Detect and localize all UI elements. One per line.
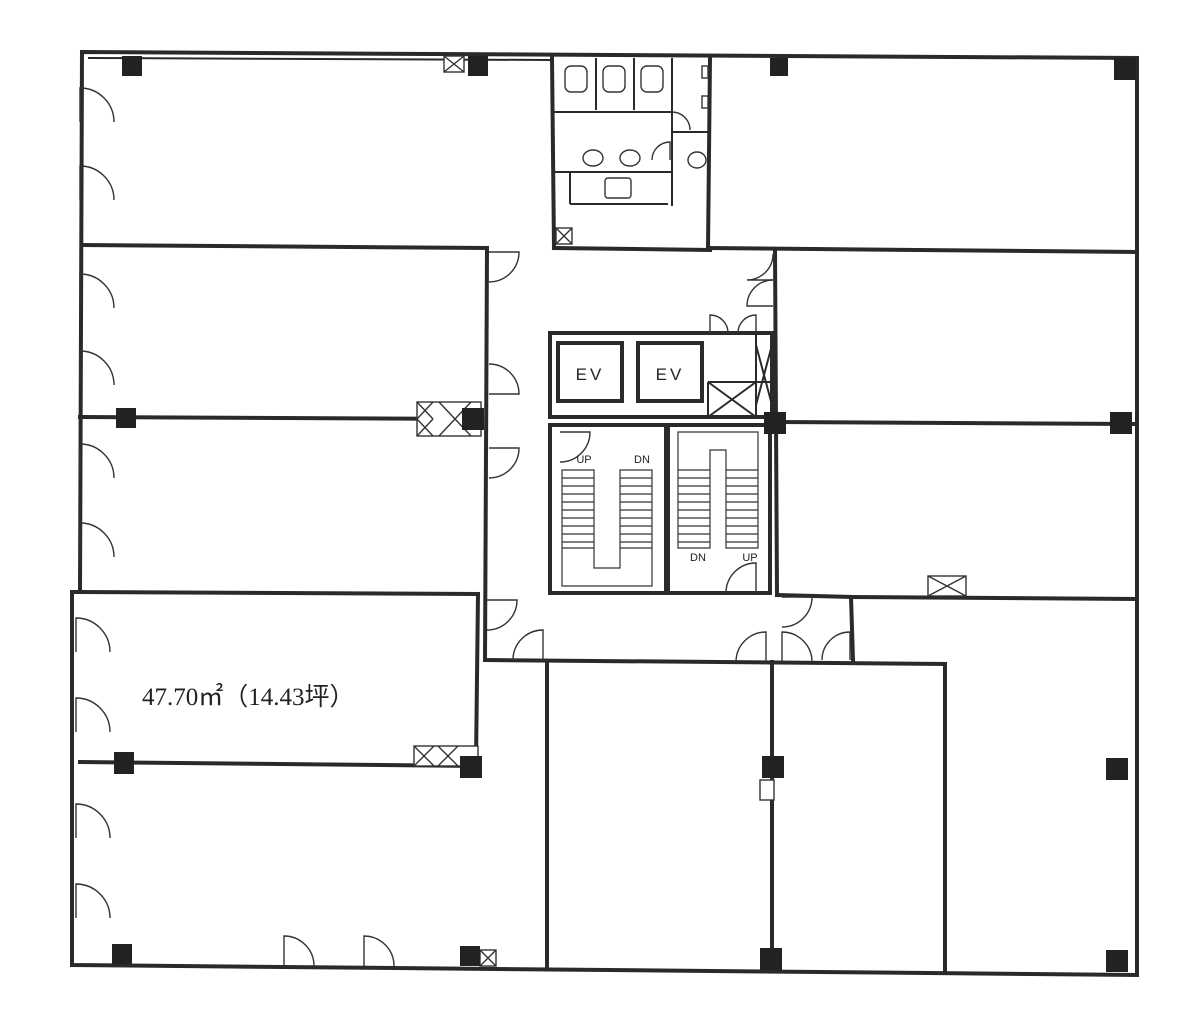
stair-right-up-label: UP [742,552,757,564]
stair-left-up-label: UP [576,454,591,466]
toilet-block [554,58,709,206]
stair-core-right [666,423,772,595]
corridor-walls [482,245,948,667]
structural-columns [112,56,1136,972]
left-units [77,55,557,769]
right-units [705,55,1140,602]
unit-area-label: 47.70㎡（14.43坪） [142,683,355,711]
stair-core-left [548,423,668,595]
elevator-2-label: EV [656,365,685,384]
elevator-core [548,331,774,419]
bottom-units [545,660,947,972]
stair-right-down-label: DN [690,552,706,564]
duct-shafts [413,55,967,967]
elevator-1-label: EV [576,365,605,384]
stair-left-down-label: DN [634,454,650,466]
door-swings [75,87,851,967]
